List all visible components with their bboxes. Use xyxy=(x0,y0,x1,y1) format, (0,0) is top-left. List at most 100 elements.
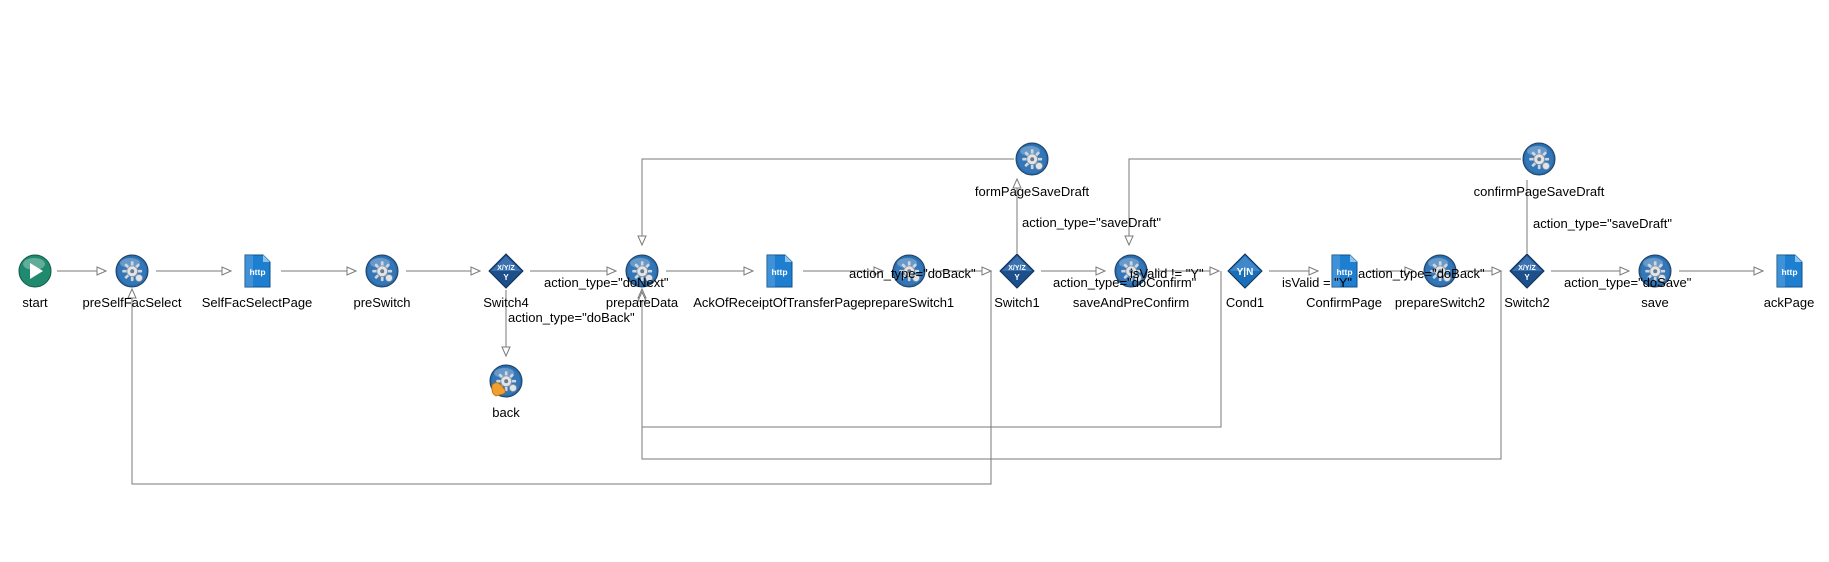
svg-text:http: http xyxy=(249,267,265,277)
gear-icon xyxy=(364,253,400,289)
preparedata-node[interactable] xyxy=(624,253,660,289)
connector-line-21 xyxy=(641,271,1502,460)
formpagesavedraft-label: formPageSaveDraft xyxy=(974,184,1090,199)
start-node[interactable] xyxy=(17,253,53,289)
svg-text:http: http xyxy=(1336,267,1352,277)
switch1-label: Switch1 xyxy=(994,295,1040,310)
ackpage-node[interactable]: http xyxy=(1771,253,1807,289)
gear-icon xyxy=(1637,253,1673,289)
cond1-label: Cond1 xyxy=(1225,295,1265,310)
arrowhead xyxy=(1012,177,1022,189)
http-page-icon: http xyxy=(761,253,797,289)
arrowhead xyxy=(1753,266,1765,276)
connector-line-18 xyxy=(1128,158,1521,245)
back-node[interactable] xyxy=(488,363,524,399)
cond1-node[interactable]: Y|N xyxy=(1227,253,1263,289)
ackpage-label: ackPage xyxy=(1763,295,1815,310)
arrowhead xyxy=(1308,266,1320,276)
edge-label-cond1-not-valid: isValid != "Y" xyxy=(1130,266,1204,281)
edge-label-switch1-saveDraft: action_type="saveDraft" xyxy=(1022,215,1161,230)
switch4-label: Switch4 xyxy=(483,295,529,310)
arrowhead xyxy=(1491,266,1503,276)
arrowhead xyxy=(470,266,482,276)
back-label: back xyxy=(492,405,520,420)
arrowhead xyxy=(1124,235,1134,247)
arrowhead xyxy=(606,266,618,276)
selffacselectpage-label: SelfFacSelectPage xyxy=(201,295,313,310)
edge-label-switch4-doBack: action_type="doBack" xyxy=(508,310,635,325)
gear-icon xyxy=(1113,253,1149,289)
arrowhead xyxy=(346,266,358,276)
preswitch-node[interactable] xyxy=(364,253,400,289)
edge-label-switch1-doBack: action_type="doBack" xyxy=(849,266,976,281)
arrowhead xyxy=(127,287,137,299)
gear-icon xyxy=(1521,141,1557,177)
svg-text:X/Y/Z: X/Y/Z xyxy=(497,265,515,272)
arrowhead xyxy=(637,235,647,247)
play-icon xyxy=(17,253,53,289)
edge-label-switch4-doNext: action_type="doNext" xyxy=(544,275,669,290)
edge-label-switch1-doConfirm: action_type="doConfirm" xyxy=(1053,275,1197,290)
arrowhead xyxy=(96,266,108,276)
selffacselectpage-node[interactable]: http xyxy=(239,253,275,289)
prepareswitch2-node[interactable] xyxy=(1422,253,1458,289)
start-label: start xyxy=(22,295,48,310)
svg-text:X/Y/Z: X/Y/Z xyxy=(1008,265,1026,272)
http-page-icon: http xyxy=(1771,253,1807,289)
save-node[interactable] xyxy=(1637,253,1673,289)
arrowhead xyxy=(501,346,511,358)
gear-icon xyxy=(891,253,927,289)
confirmpage-node[interactable]: http xyxy=(1326,253,1362,289)
edge-label-switch2-doSave: action_type="doSave" xyxy=(1564,275,1692,290)
preselffacselect-label: preSelfFacSelect xyxy=(82,295,182,310)
arrowhead xyxy=(1619,266,1631,276)
confirmpagesavedraft-label: confirmPageSaveDraft xyxy=(1473,184,1605,199)
prepareswitch1-label: prepareSwitch1 xyxy=(863,295,955,310)
svg-text:http: http xyxy=(771,267,787,277)
svg-text:Y: Y xyxy=(1014,273,1020,282)
gear-icon xyxy=(624,253,660,289)
arrowhead xyxy=(1209,266,1221,276)
arrowhead xyxy=(1404,266,1416,276)
gear-icon xyxy=(1422,253,1458,289)
ackofreceiptoftransferpage-label: AckOfReceiptOfTransferPage xyxy=(693,295,865,310)
svg-text:X/Y/Z: X/Y/Z xyxy=(1518,265,1536,272)
gear-icon xyxy=(114,253,150,289)
edge-label-cond1-valid: isValid = "Y" xyxy=(1282,275,1353,290)
http-page-icon: http xyxy=(1326,253,1362,289)
arrowhead xyxy=(981,266,993,276)
saveandpreconfirm-node[interactable] xyxy=(1113,253,1149,289)
arrowhead xyxy=(1095,266,1107,276)
ackofreceiptoftransferpage-node[interactable]: http xyxy=(761,253,797,289)
save-label: save xyxy=(1641,295,1669,310)
edge-label-switch2-doBack: action_type="doBack" xyxy=(1358,266,1485,281)
svg-text:Y: Y xyxy=(503,273,509,282)
gear-icon xyxy=(1014,141,1050,177)
svg-text:Y|N: Y|N xyxy=(1237,267,1254,278)
formpagesavedraft-node[interactable] xyxy=(1014,141,1050,177)
prepareswitch2-label: prepareSwitch2 xyxy=(1394,295,1486,310)
condition-icon: Y|N xyxy=(1227,253,1263,289)
edge-label-switch2-saveDraft: action_type="saveDraft" xyxy=(1533,216,1672,231)
gear-hand-icon xyxy=(488,363,524,399)
switch2-label: Switch2 xyxy=(1504,295,1550,310)
http-page-icon: http xyxy=(239,253,275,289)
arrowhead xyxy=(221,266,233,276)
arrowhead xyxy=(743,266,755,276)
arrowhead xyxy=(873,266,885,276)
confirmpagesavedraft-node[interactable] xyxy=(1521,141,1557,177)
saveandpreconfirm-label: saveAndPreConfirm xyxy=(1072,295,1190,310)
confirmpage-label: ConfirmPage xyxy=(1306,295,1382,310)
preparedata-label: prepareData xyxy=(605,295,679,310)
prepareswitch1-node[interactable] xyxy=(891,253,927,289)
preselffacselect-node[interactable] xyxy=(114,253,150,289)
arrowhead xyxy=(637,290,647,302)
svg-text:http: http xyxy=(1781,267,1797,277)
